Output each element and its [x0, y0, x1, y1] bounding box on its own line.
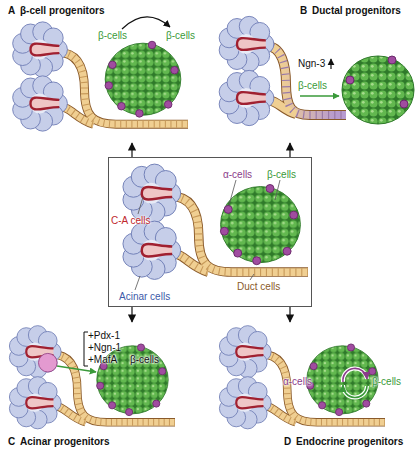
panel: Aβ-cell progenitors β-cells β-cells [0, 0, 210, 143]
acinus [219, 16, 274, 71]
cell-label: +Ngn-1 [88, 342, 121, 354]
panel: α-cells β-cellsD Endocrine progenitors [212, 322, 420, 456]
panel-title: B [300, 5, 307, 17]
arrow-halo [343, 385, 367, 398]
cell-label: β-cells [372, 376, 401, 388]
duct [266, 46, 346, 115]
panel-title: C [8, 436, 15, 448]
leader-line [250, 274, 254, 280]
leader-line [275, 180, 280, 200]
connector-arrow [289, 143, 290, 157]
duct [266, 46, 346, 115]
pancreas-scene [219, 326, 385, 429]
panel: B Ductal progenitorsNgn-3 β-cells [212, 0, 420, 143]
cell-label: β-cells [267, 169, 296, 181]
arrow-halo [343, 368, 367, 382]
pancreas-scene [13, 22, 188, 131]
alpha-cell [346, 76, 354, 84]
leader-line [229, 180, 236, 205]
self-renewal-arrow [122, 17, 170, 29]
cell-label: Acinar cells [119, 291, 170, 303]
connector-arrow [131, 307, 132, 322]
alpha-cell [388, 56, 396, 64]
transdifferentiation-arrow [343, 385, 367, 398]
cell-label: β-cells [298, 80, 327, 92]
panel-title: Endocrine progenitors [296, 436, 403, 448]
transdifferentiation-arrow [343, 368, 367, 382]
panel: +Pdx-1+Ngn-1+MafA β-cellsC Acinar progenit… [0, 322, 210, 456]
cell-label: α-cells [223, 169, 252, 181]
cell-label: C-A cells [111, 215, 150, 227]
alpha-cell [400, 100, 408, 108]
acinus [219, 70, 274, 125]
cell-label: Duct cells [237, 281, 280, 293]
cell-label: +MafA [88, 354, 117, 366]
leader-line [135, 276, 140, 290]
panel-title: β-cell progenitors [20, 5, 104, 17]
panel-title: A [8, 5, 15, 17]
leader-line [138, 197, 143, 214]
bracket [84, 332, 88, 366]
center-panel: α-cells β-cellsC-A cellsAcinar cells Duct … [108, 157, 312, 307]
reprogrammed-cell [39, 353, 58, 372]
cell-label: β-cells [130, 354, 159, 366]
cell-label: α-cells [283, 376, 312, 388]
duct [266, 46, 346, 115]
islet [342, 56, 414, 124]
differentiation-arrow [57, 366, 96, 372]
cell-label: Ngn-3 [298, 58, 325, 70]
cell-label: β-cells [166, 30, 195, 42]
connector-arrow [131, 143, 132, 157]
panel-title: D [284, 436, 291, 448]
pancreas-scene [9, 326, 175, 429]
cell-label: β-cells [98, 30, 127, 42]
up-arrow [330, 59, 331, 69]
connector-arrow [289, 307, 290, 322]
cell-label: +Pdx-1 [88, 330, 120, 342]
panel-title: Acinar progenitors [20, 436, 109, 448]
pancreas-scene [123, 164, 308, 279]
panel-title: Ductal progenitors [312, 5, 401, 17]
differentiation-arrow [300, 95, 339, 96]
